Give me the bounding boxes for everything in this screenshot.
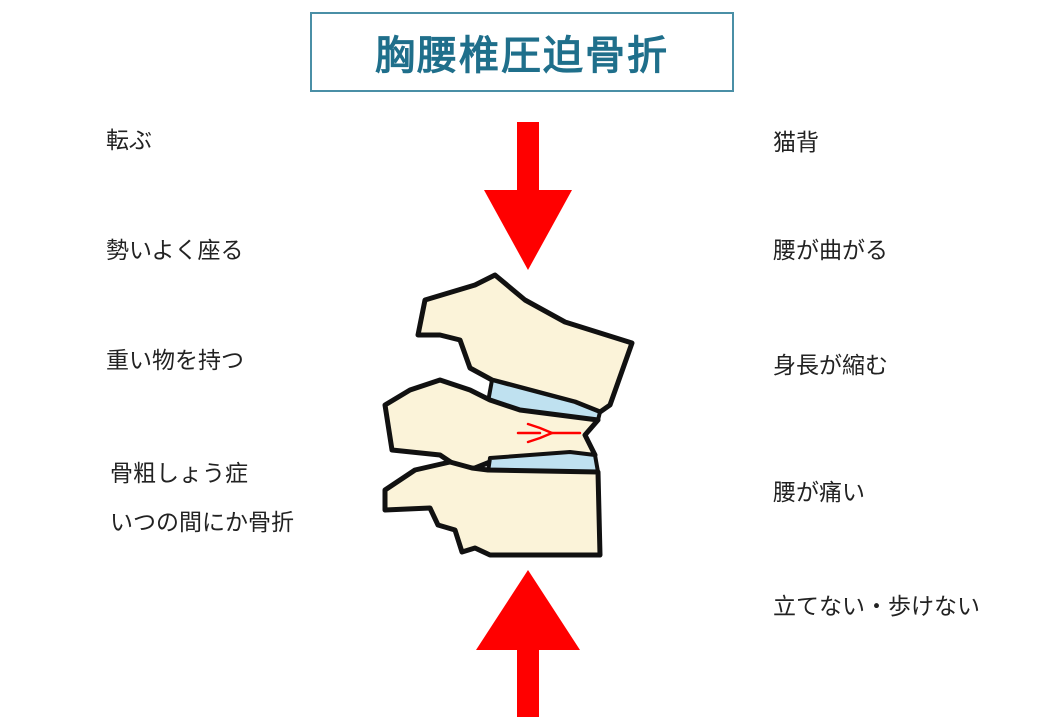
cause-label-silent-fracture: いつの間にか骨折 — [110, 510, 294, 536]
page-title: 胸腰椎圧迫骨折 — [375, 33, 669, 79]
fracture-crack — [516, 422, 582, 444]
symptom-label-height-loss: 身長が縮む — [773, 353, 888, 379]
vertebra-middle-fractured — [382, 377, 601, 473]
symptom-label-bent-back: 腰が曲がる — [773, 238, 888, 264]
cause-label-fall: 転ぶ — [106, 128, 152, 154]
symptom-label-cannot-walk: 立てない・歩けない — [773, 594, 980, 620]
arrow-up-icon — [476, 570, 580, 717]
vertebrae-illustration — [382, 272, 635, 558]
symptom-label-hunchback: 猫背 — [773, 130, 819, 156]
symptom-label-back-pain: 腰が痛い — [773, 480, 865, 506]
title-box: 胸腰椎圧迫骨折 — [310, 12, 734, 92]
cause-label-sit: 勢いよく座る — [106, 238, 244, 264]
arrow-down-icon — [484, 122, 572, 270]
vertebra-bottom — [382, 459, 603, 558]
cause-label-osteoporosis: 骨粗しょう症 — [110, 461, 248, 487]
cause-label-lift: 重い物を持つ — [106, 348, 244, 374]
